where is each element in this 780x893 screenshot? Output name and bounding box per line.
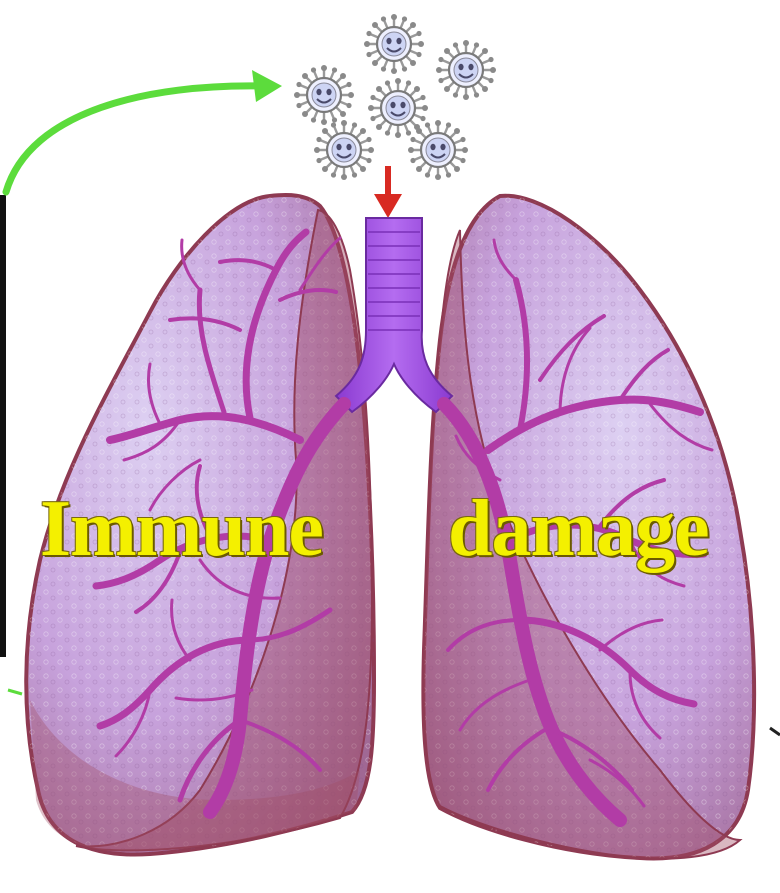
left-edge-bar — [0, 195, 6, 657]
caption-damage: damage — [448, 484, 709, 574]
red-arrow-down-icon — [374, 166, 402, 218]
virus-icon — [436, 40, 496, 100]
green-edge-mark — [8, 690, 22, 694]
virus-icon — [294, 65, 354, 125]
caption-immune: Immune — [40, 484, 323, 574]
right-edge-mark — [770, 728, 780, 735]
virus-cluster — [294, 14, 496, 180]
green-curved-arrow-icon — [6, 70, 282, 192]
virus-icon — [314, 120, 374, 180]
virus-icon — [364, 14, 424, 74]
virus-icon — [408, 120, 468, 180]
